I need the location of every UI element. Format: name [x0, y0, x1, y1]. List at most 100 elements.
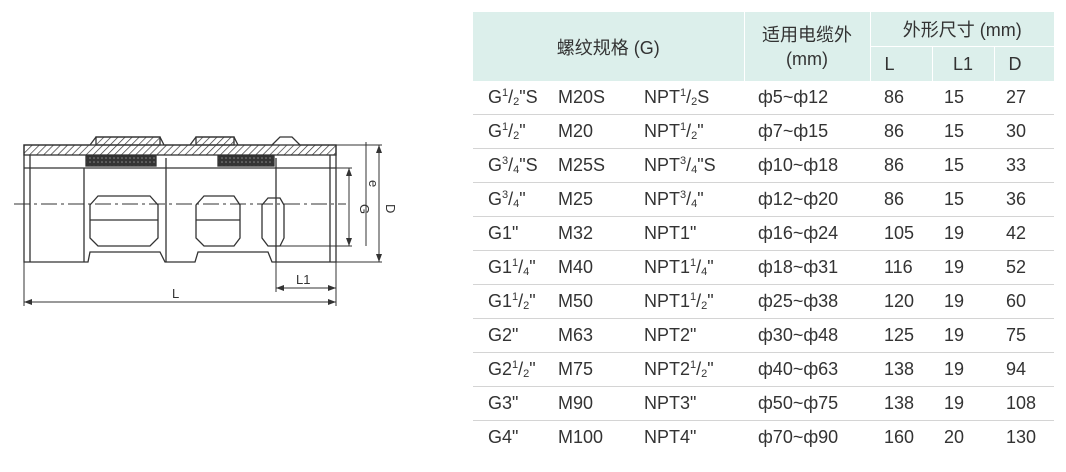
fraction-numerator: 1: [502, 87, 509, 99]
cell-length-L1: 15: [932, 148, 994, 183]
text-base: G: [488, 87, 503, 107]
fraction-numerator: 1: [690, 257, 697, 269]
label-G: G: [357, 204, 372, 214]
header-thread-spec: 螺纹规格 (G): [473, 12, 744, 81]
fraction-denominator: 4: [523, 266, 530, 278]
fraction-denominator: 4: [691, 198, 698, 210]
fraction-numerator: 1: [680, 87, 687, 99]
cell-cable-range: ф16~ф24: [744, 216, 870, 251]
cell-diameter-D: 108: [994, 386, 1054, 421]
fraction-denominator: 2: [513, 130, 520, 142]
fraction-text: NPT11/4": [644, 257, 714, 278]
fraction-text: NPT3": [644, 393, 696, 413]
cell-metric-thread: M63: [556, 318, 640, 353]
text-base: G: [488, 155, 503, 175]
fraction-slash: /: [508, 87, 514, 107]
cell-metric-thread: M25S: [556, 148, 640, 183]
cell-length-L: 125: [870, 318, 932, 353]
fraction-text: G2": [488, 325, 518, 345]
fraction-text: NPT1/2": [644, 121, 704, 142]
cell-npt-thread: NPT11/4": [640, 250, 744, 285]
cell-diameter-D: 33: [994, 148, 1054, 183]
fraction-text: G1": [488, 223, 518, 243]
cell-cable-range: ф18~ф31: [744, 250, 870, 285]
fraction-denominator: 4: [701, 266, 708, 278]
cell-npt-thread: NPT1/2S: [640, 81, 744, 115]
cell-npt-thread: NPT11/2": [640, 284, 744, 319]
label-L1: L1: [296, 272, 310, 287]
text-base: NPT4": [644, 427, 697, 447]
text-base: NPT1: [644, 257, 691, 277]
cell-npt-thread: NPT1": [640, 216, 744, 251]
fraction-text: G1/2"S: [488, 87, 538, 108]
fraction-denominator: 2: [523, 300, 530, 312]
cell-metric-thread: M32: [556, 216, 640, 251]
cell-npt-thread: NPT3/4"S: [640, 148, 744, 183]
fraction-slash: /: [686, 189, 692, 209]
header-cable-od-line1: 适用电缆外: [762, 24, 852, 45]
fraction-numerator: 3: [502, 189, 509, 201]
cell-length-L: 120: [870, 284, 932, 319]
fraction-text: NPT21/2": [644, 359, 714, 380]
cell-cable-range: ф5~ф12: [758, 87, 829, 107]
cable-gland-drawing: L L1 G e D: [14, 136, 398, 306]
cell-length-L: 138: [870, 386, 932, 421]
fraction-numerator: 1: [680, 121, 687, 133]
fraction-text: NPT3/4"S: [644, 155, 716, 176]
cell-cable-range: ф70~ф90: [744, 420, 870, 454]
text-suffix: ": [529, 257, 536, 277]
fraction-slash: /: [518, 257, 524, 277]
label-D: D: [383, 204, 398, 213]
text-base: G1: [488, 257, 513, 277]
cell-length-L1: 15: [944, 87, 965, 107]
cell-g-thread: G11/2": [473, 284, 556, 319]
fraction-numerator: 1: [512, 291, 519, 303]
cell-g-thread: G1/2"S: [473, 81, 556, 115]
fraction-text: NPT3/4": [644, 189, 704, 210]
fraction-slash: /: [508, 155, 514, 175]
cell-diameter-D: 52: [994, 250, 1054, 285]
cell-metric-thread: M20: [556, 114, 640, 149]
text-base: NPT: [644, 121, 680, 141]
fraction-denominator: 2: [691, 96, 698, 108]
fraction-slash: /: [508, 121, 514, 141]
cell-length-L: 86: [870, 182, 932, 217]
fraction-denominator: 4: [691, 164, 698, 176]
text-suffix: ": [707, 257, 714, 277]
cell-diameter-D: 130: [994, 420, 1054, 454]
cell-cable-range: ф25~ф38: [744, 284, 870, 319]
text-suffix: S: [697, 87, 710, 107]
text-suffix: ": [707, 291, 714, 311]
fraction-text: G4": [488, 427, 518, 447]
cell-metric-thread: M25: [556, 182, 640, 217]
cell-diameter-D: 27: [1006, 87, 1027, 107]
fraction-denominator: 4: [513, 198, 520, 210]
cell-npt-thread: NPT21/2": [640, 352, 744, 387]
cell-length-L: 105: [870, 216, 932, 251]
fraction-slash: /: [696, 359, 702, 379]
fraction-denominator: 2: [701, 300, 708, 312]
text-base: NPT3": [644, 393, 697, 413]
text-base: G3": [488, 393, 519, 413]
text-base: NPT2: [644, 359, 691, 379]
fraction-text: G11/4": [488, 257, 536, 278]
cell-cable-range: ф50~ф75: [744, 386, 870, 421]
cell-g-thread: G1": [473, 216, 556, 251]
fraction-text: NPT11/2": [644, 291, 714, 312]
text-base: G: [488, 121, 503, 141]
cell-metric-thread: M20S: [558, 87, 606, 107]
text-base: NPT2": [644, 325, 697, 345]
spec-table: 螺纹规格 (G) 适用电缆外 (mm) 外形尺寸 (mm) L L1 D G1/…: [473, 12, 1054, 454]
text-suffix: ": [529, 291, 536, 311]
text-suffix: "S: [697, 155, 716, 175]
fraction-denominator: 2: [523, 368, 530, 380]
fraction-slash: /: [518, 359, 524, 379]
